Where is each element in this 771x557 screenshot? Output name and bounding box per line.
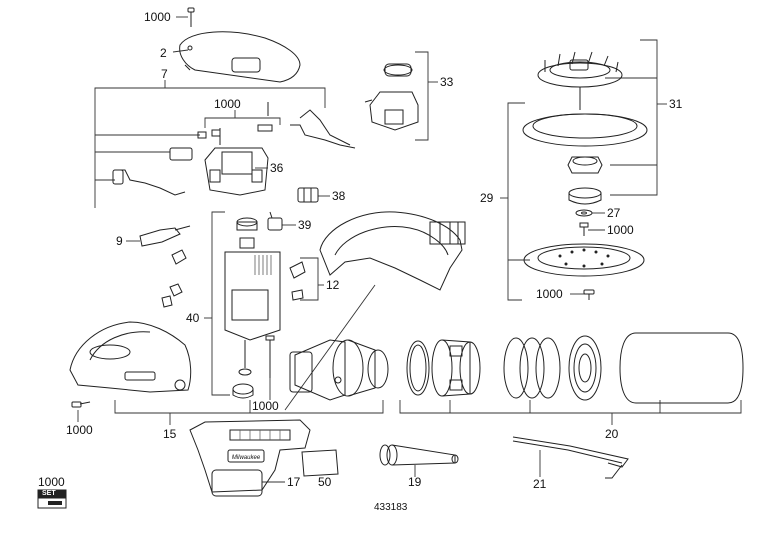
motor-armature — [224, 217, 281, 399]
callout-33: 33 — [440, 75, 454, 89]
brush-holder — [204, 147, 269, 196]
filter-springs — [503, 337, 561, 399]
washer — [575, 209, 593, 217]
filter-ring-housing — [431, 339, 481, 397]
callout-7: 7 — [161, 67, 168, 81]
label-plate — [301, 449, 339, 477]
leader-lines — [77, 16, 742, 483]
filter-bag — [619, 332, 744, 404]
screw-bottom-right — [583, 289, 595, 300]
callout-12: 12 — [326, 278, 340, 292]
callout-39: 39 — [298, 218, 312, 232]
callout-20: 20 — [605, 427, 619, 441]
cord-protector — [139, 225, 191, 247]
callout-1000-bottom-right: 1000 — [536, 287, 563, 301]
callout-1000-mid: 1000 — [214, 97, 241, 111]
callout-50: 50 — [318, 475, 332, 489]
callout-36: 36 — [270, 161, 284, 175]
filter-o-ring — [406, 340, 430, 396]
front-housing — [69, 321, 192, 393]
callout-29: 29 — [480, 191, 494, 205]
callout-19: 19 — [408, 475, 422, 489]
switch-clips — [289, 261, 306, 301]
callout-2: 2 — [160, 46, 167, 60]
filter-cartridge — [568, 335, 602, 401]
brand-logo-text: Milwaukee — [232, 455, 261, 461]
pad-holder — [522, 113, 648, 205]
gear-housing — [319, 211, 466, 291]
cord-clips — [161, 249, 187, 308]
screw-right — [579, 222, 589, 236]
callout-1000-right: 1000 — [607, 223, 634, 237]
hex-wrench — [512, 436, 629, 479]
callout-38: 38 — [332, 189, 346, 203]
set-badge-count: 1000 — [38, 475, 65, 489]
callout-1000-top: 1000 — [144, 10, 171, 24]
callout-40: 40 — [186, 311, 200, 325]
callout-1000-left: 1000 — [66, 423, 93, 437]
switch-assembly — [364, 63, 419, 131]
vacuum-adapter — [379, 444, 459, 466]
callout-17: 17 — [287, 475, 301, 489]
callout-15: 15 — [163, 427, 177, 441]
callout-21: 21 — [533, 477, 547, 491]
document-number: 433183 — [374, 502, 408, 513]
sanding-pad — [523, 243, 645, 277]
handle-housing: Milwaukee — [189, 419, 311, 497]
terminal-block — [297, 187, 319, 203]
callout-9: 9 — [116, 234, 123, 248]
wiring-harness — [112, 102, 356, 196]
rear-housing-adapter — [289, 339, 389, 401]
set-badge-text: SET — [42, 490, 56, 497]
carbon-brush — [267, 211, 283, 231]
callout-27: 27 — [607, 206, 621, 220]
screw-left — [71, 401, 91, 408]
screw-top — [187, 7, 195, 27]
top-cover — [179, 31, 301, 83]
callout-31: 31 — [669, 97, 683, 111]
set-badge-box — [37, 489, 67, 509]
motor-long-screw — [265, 335, 275, 378]
callout-1000-motor: 1000 — [252, 399, 279, 413]
fan-assembly — [537, 51, 623, 110]
